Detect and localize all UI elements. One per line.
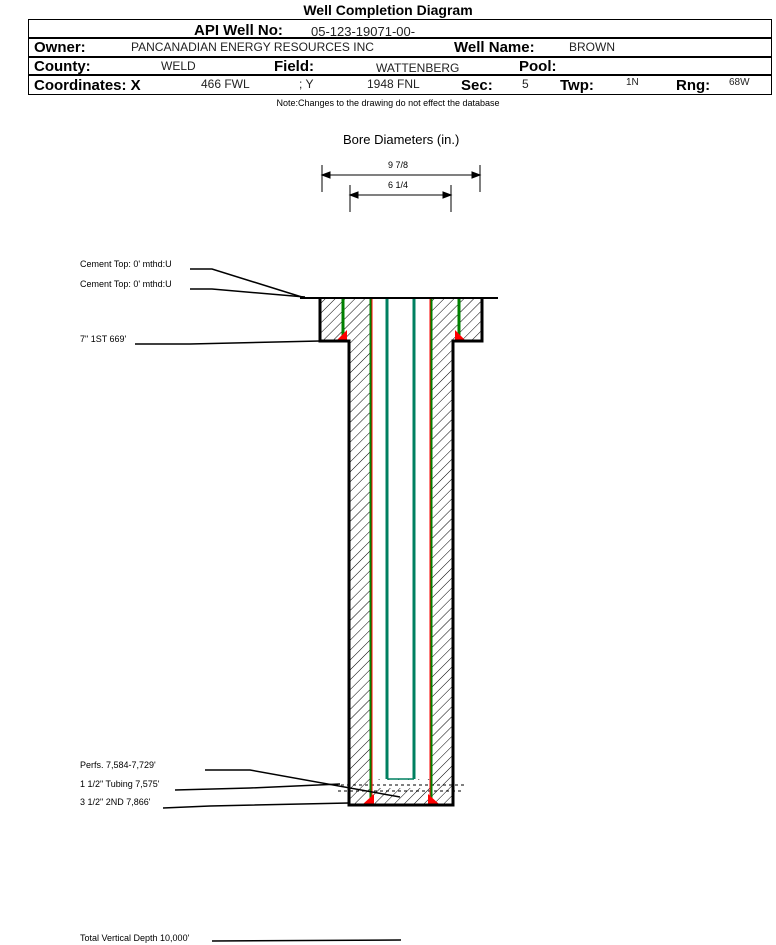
perfs-label: Perfs. 7,584-7,729'	[80, 760, 156, 770]
field-label: Field:	[274, 58, 314, 75]
well-header-table: API Well No: 05-123-19071-00- Owner: PAN…	[28, 19, 772, 95]
tubing	[385, 298, 416, 780]
well-name-label: Well Name:	[454, 39, 535, 56]
api-value: 05-123-19071-00-	[311, 24, 416, 39]
y-value: 1948 FNL	[367, 77, 420, 91]
x-value: 466 FWL	[201, 77, 250, 91]
owner-value: PANCANADIAN ENERGY RESOURCES INC	[131, 40, 374, 54]
production-casing	[369, 298, 433, 805]
surface-casing-label: 7" 1ST 669'	[80, 334, 127, 344]
hole-outline	[318, 298, 484, 807]
pool-label: Pool:	[519, 58, 557, 75]
county-value: WELD	[161, 59, 196, 73]
note-text: Note:Changes to the drawing do not effec…	[276, 98, 500, 108]
sec-label: Sec:	[461, 77, 493, 94]
diagram-title: Well Completion Diagram	[303, 2, 473, 18]
field-value: WATTENBERG	[376, 61, 460, 75]
twp-value: 1N	[626, 77, 639, 88]
y-label: ; Y	[299, 77, 314, 91]
owner-label: Owner:	[34, 39, 86, 56]
sec-value: 5	[522, 77, 529, 91]
cement-top-label-2: Cement Top: 0' mthd:U	[80, 279, 172, 289]
api-label: API Well No:	[194, 22, 283, 39]
tubing-label: 1 1/2" Tubing 7,575'	[80, 779, 160, 789]
rng-label: Rng:	[676, 77, 711, 94]
bore-dimension-arrows	[320, 165, 482, 212]
coordinates-label: Coordinates: X	[34, 77, 141, 94]
bore-6-1-4: 6 1/4	[388, 180, 409, 190]
perforations	[335, 784, 465, 792]
total-depth-label: Total Vertical Depth 10,000'	[80, 933, 190, 943]
twp-label: Twp:	[560, 77, 594, 94]
rng-value: 68W	[729, 77, 750, 88]
production-casing-label: 3 1/2" 2ND 7,866'	[80, 797, 151, 807]
cement-top-label-1: Cement Top: 0' mthd:U	[80, 259, 172, 269]
cement	[320, 298, 482, 805]
bore-9-7-8: 9 7/8	[388, 160, 409, 170]
well-name-value: BROWN	[569, 40, 615, 54]
bore-diameters-title: Bore Diameters (in.)	[343, 132, 460, 147]
surface-casing	[341, 298, 461, 336]
county-label: County:	[34, 58, 91, 75]
leader-lines	[135, 268, 402, 942]
